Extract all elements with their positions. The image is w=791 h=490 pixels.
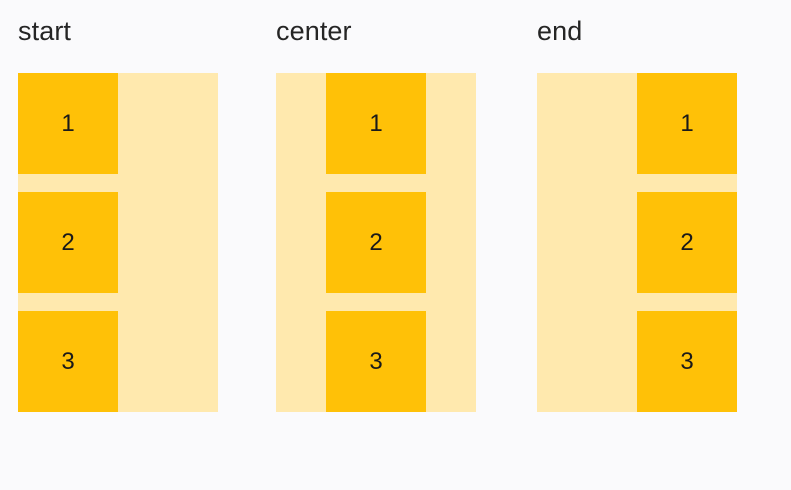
flex-item-label: 3 bbox=[680, 347, 694, 375]
flex-item-label: 3 bbox=[61, 347, 75, 375]
flex-item-label: 2 bbox=[680, 228, 694, 256]
flex-item[interactable]: 1 bbox=[637, 73, 737, 174]
flex-item-label: 3 bbox=[369, 347, 383, 375]
flex-item[interactable]: 2 bbox=[637, 192, 737, 293]
flex-item-label: 2 bbox=[61, 228, 75, 256]
demo-label-end: end bbox=[537, 16, 583, 46]
flex-item[interactable]: 3 bbox=[637, 311, 737, 412]
demo-label-center: center bbox=[276, 16, 352, 46]
flex-item-label: 1 bbox=[61, 109, 75, 137]
flex-item-label: 1 bbox=[369, 109, 383, 137]
flex-item[interactable]: 3 bbox=[326, 311, 426, 412]
flex-item[interactable]: 2 bbox=[326, 192, 426, 293]
flex-item-label: 1 bbox=[680, 109, 694, 137]
flex-container-end: 1 2 3 bbox=[537, 73, 737, 412]
demo-label-start: start bbox=[18, 16, 72, 46]
flex-item[interactable]: 1 bbox=[326, 73, 426, 174]
flex-container-start: 1 2 3 bbox=[18, 73, 218, 412]
flex-item-label: 2 bbox=[369, 228, 383, 256]
flex-item[interactable]: 1 bbox=[18, 73, 118, 174]
flex-item[interactable]: 2 bbox=[18, 192, 118, 293]
flex-container-center: 1 2 3 bbox=[276, 73, 476, 412]
flex-item[interactable]: 3 bbox=[18, 311, 118, 412]
